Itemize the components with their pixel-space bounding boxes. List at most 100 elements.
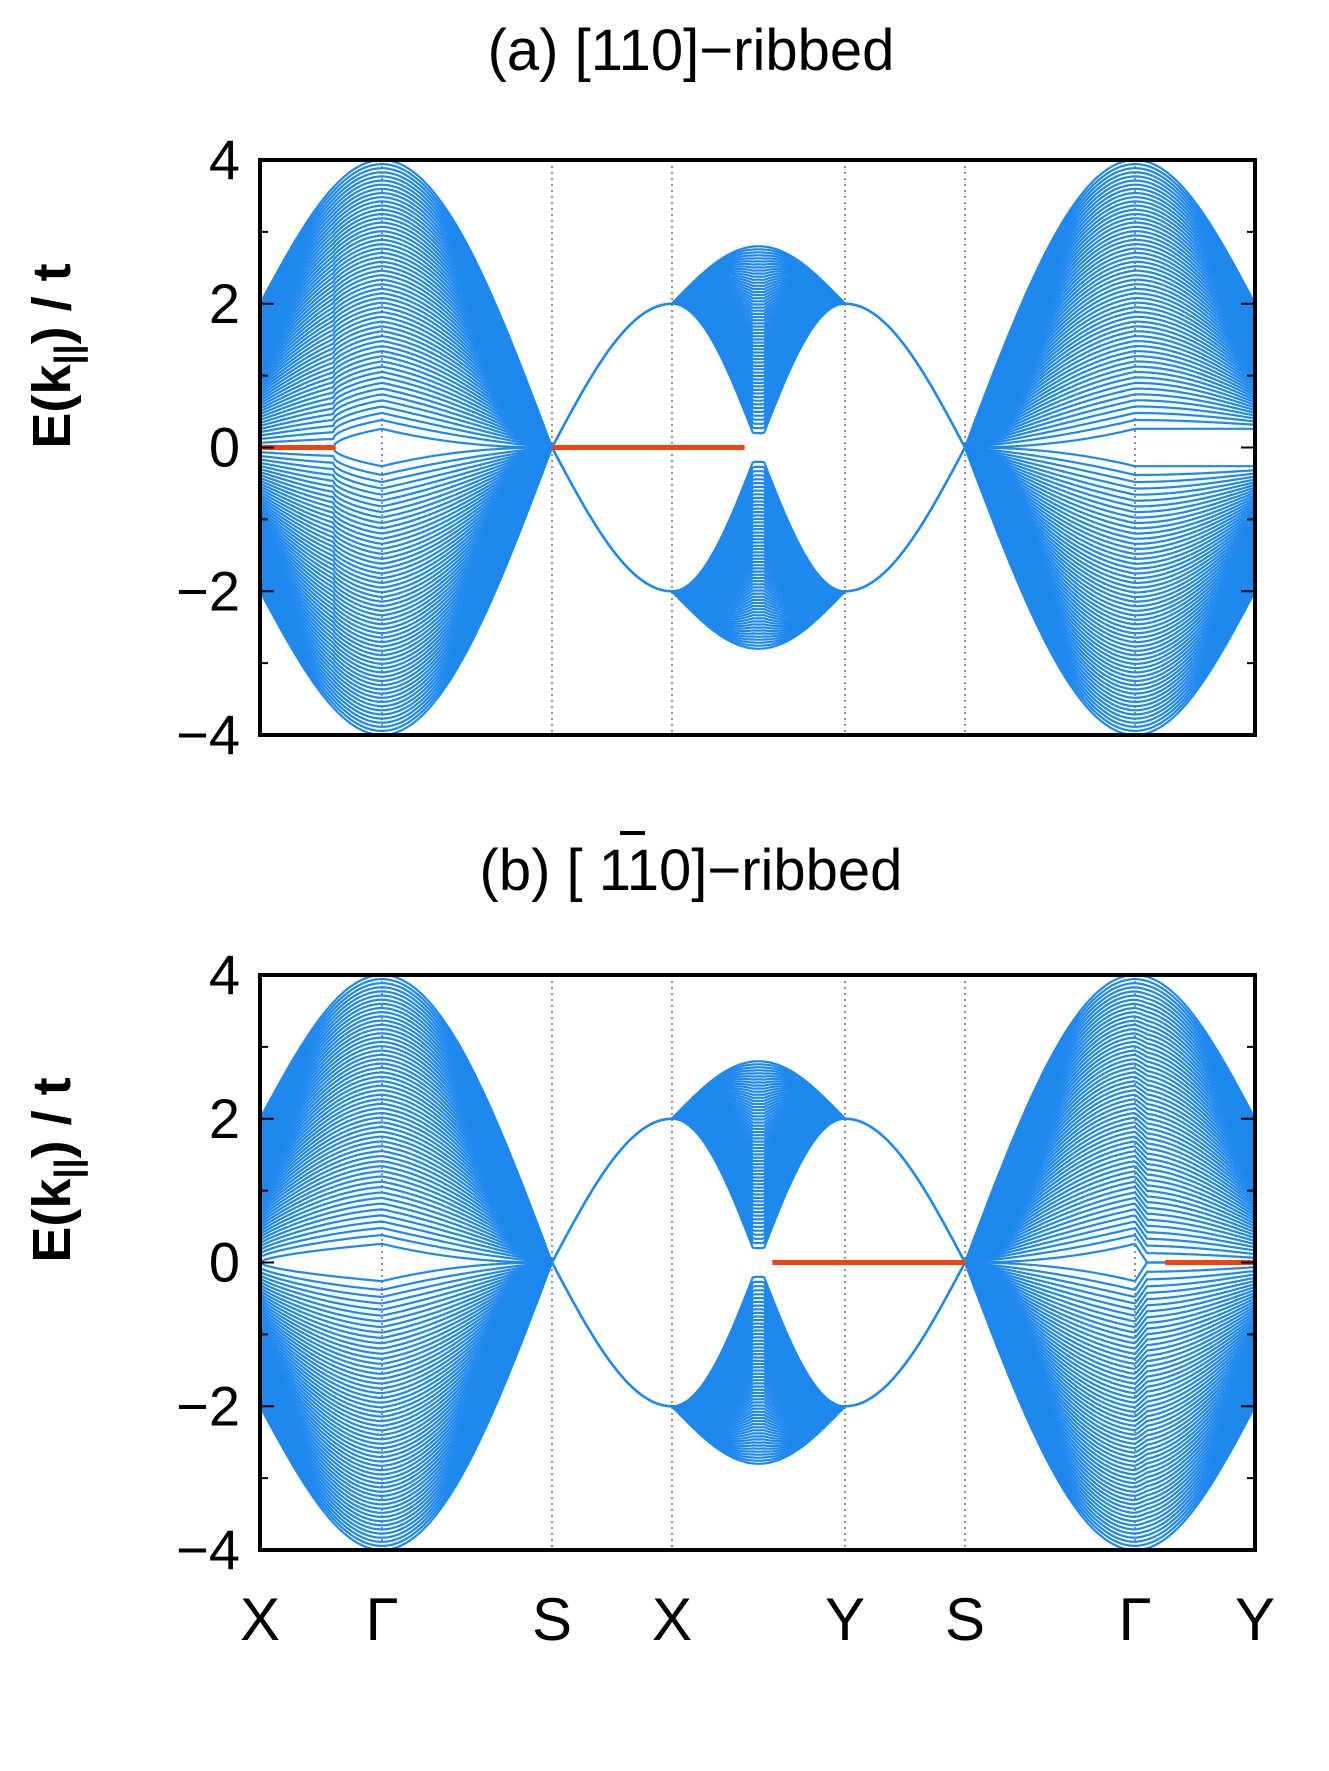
band-line [259, 1175, 383, 1228]
band-line [1134, 1401, 1256, 1543]
band-line [1134, 1305, 1256, 1365]
band-line [1135, 557, 1256, 665]
band-line [381, 1191, 553, 1264]
band-line [381, 446, 553, 525]
band-line [259, 208, 383, 332]
band-line [1134, 1313, 1256, 1380]
band-line [259, 1140, 383, 1209]
band-line [1135, 320, 1256, 380]
band-line [381, 381, 553, 449]
band-line [259, 563, 383, 687]
band-line [1134, 1308, 1256, 1370]
band-line [381, 1261, 552, 1283]
band-line [1134, 1392, 1256, 1527]
band-line [1135, 411, 1256, 423]
band-line [1135, 539, 1256, 626]
band-line [259, 1019, 382, 1144]
band-line [259, 982, 382, 1124]
band-line [1134, 1036, 1256, 1153]
band-line [1135, 486, 1256, 514]
band-line [671, 245, 846, 305]
band-line [1134, 1062, 1256, 1167]
band-line [1135, 588, 1256, 732]
band-line [1134, 1381, 1256, 1506]
y-tick-label: 4 [209, 943, 240, 1006]
band-line [964, 1202, 1136, 1264]
band-line [1135, 196, 1256, 322]
edge-band-arc [845, 302, 967, 449]
band-line [1134, 1130, 1256, 1204]
band-line [671, 302, 846, 425]
band-line [381, 1261, 553, 1292]
band-line [1135, 532, 1256, 612]
band-line [1135, 167, 1256, 309]
band-line [381, 446, 553, 535]
band-line [259, 234, 383, 345]
band-line [259, 504, 383, 575]
band-line [963, 447, 1135, 737]
band-line [1134, 1071, 1256, 1172]
band-line [259, 1348, 383, 1445]
ylabel-k: k [22, 364, 82, 395]
band-line [1134, 387, 1256, 412]
band-line [259, 1369, 382, 1485]
band-line [259, 506, 383, 580]
band-line [259, 381, 383, 425]
band-line [1135, 519, 1256, 585]
band-line [259, 1191, 383, 1236]
band-line [259, 204, 383, 329]
band-line [259, 1311, 383, 1375]
band-line [381, 1175, 553, 1264]
band-line [259, 1160, 383, 1219]
band-line [259, 1125, 383, 1201]
band-line [259, 488, 383, 545]
band-line [259, 1331, 383, 1414]
band-line [259, 1049, 382, 1160]
band-line [259, 1214, 383, 1249]
band-line [259, 588, 382, 732]
band-line [259, 1135, 382, 1206]
band-line [381, 446, 553, 514]
band-line [1134, 1019, 1256, 1144]
band-line [671, 1117, 846, 1240]
band-line [964, 446, 1136, 514]
band-line [259, 1334, 382, 1418]
band-line [259, 393, 383, 431]
band-line [964, 446, 1136, 477]
band-line [259, 1388, 382, 1519]
band-line [1134, 1300, 1256, 1355]
band-line [1135, 278, 1256, 361]
band-line [259, 1015, 382, 1142]
band-line [1135, 575, 1256, 704]
band-line [382, 158, 554, 448]
band-line [1135, 183, 1256, 316]
band-line [1135, 200, 1256, 324]
ylabel-subscript: || [47, 1158, 89, 1178]
band-line [1135, 335, 1256, 387]
band-line [381, 1226, 553, 1264]
band-line [1134, 1234, 1256, 1259]
band-line [381, 393, 553, 449]
band-line [259, 1276, 383, 1311]
band-line [259, 1116, 383, 1196]
band-line [1134, 1058, 1256, 1165]
band-line [1134, 1355, 1256, 1459]
band-line [381, 446, 553, 484]
band-line [259, 467, 383, 508]
band-line [259, 1006, 382, 1137]
band-line [259, 1394, 383, 1531]
band-line [1134, 1227, 1256, 1256]
band-line [1134, 1011, 1256, 1140]
band-line [381, 446, 553, 477]
ylabel-suffix: ) / t [22, 1077, 82, 1158]
band-line [381, 1202, 553, 1264]
band-line [259, 581, 382, 720]
band-line [964, 1214, 1136, 1264]
band-line [259, 458, 383, 490]
band-line [259, 1028, 382, 1149]
band-line [1134, 1358, 1256, 1463]
band-line [964, 1220, 1136, 1264]
band-line [671, 1060, 846, 1120]
band-line [259, 473, 383, 519]
band-line [259, 1341, 382, 1432]
